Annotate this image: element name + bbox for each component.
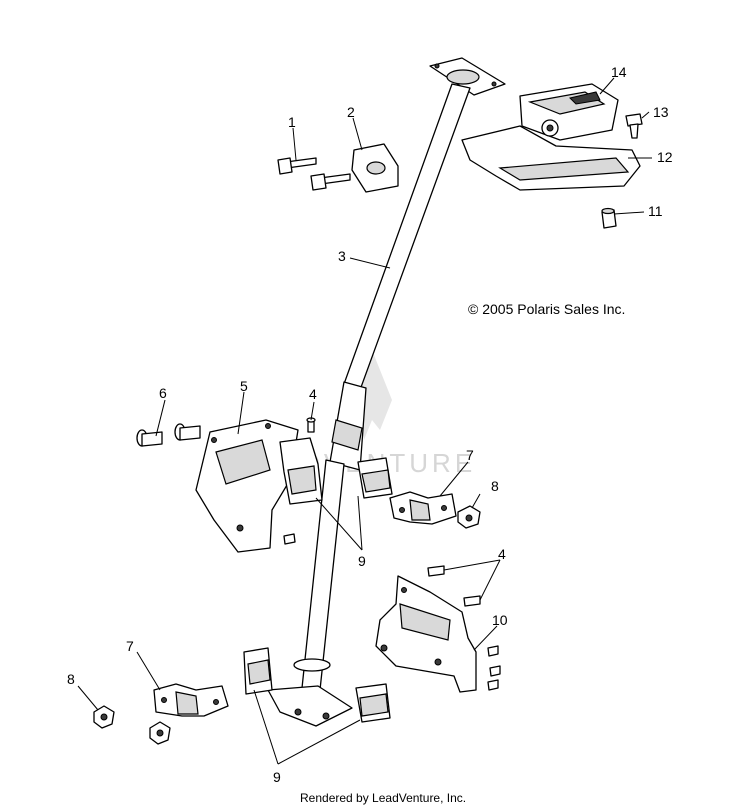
callout-4-lower: 4 (498, 546, 506, 562)
callout-6: 6 (159, 385, 167, 401)
bolt-pair-4-lower (427, 565, 481, 607)
callout-7-upper: 7 (466, 447, 474, 463)
callout-labels: 1 2 3 4 4 5 6 7 7 8 8 9 9 10 11 12 13 14 (67, 64, 673, 785)
nut-upper (457, 505, 481, 529)
leader-lines (77, 77, 652, 765)
callout-10: 10 (492, 612, 508, 628)
callout-5: 5 (240, 378, 248, 394)
bolt-pair (277, 157, 351, 191)
callout-3: 3 (338, 248, 346, 264)
callout-9-upper: 9 (358, 553, 366, 569)
clamp-upper (389, 491, 457, 525)
pin-13 (625, 113, 643, 139)
copyright-notice: © 2005 Polaris Sales Inc. (468, 301, 625, 317)
bushing-block (351, 143, 399, 193)
bolt-4-upper (306, 417, 316, 433)
callout-13: 13 (653, 104, 669, 120)
callout-12: 12 (657, 149, 673, 165)
callout-9-lower: 9 (273, 769, 281, 785)
left-bracket (195, 419, 299, 553)
steering-shaft (267, 57, 506, 727)
callout-7-lower: 7 (126, 638, 134, 654)
callout-1: 1 (288, 114, 296, 130)
nut-pair-lower (93, 705, 171, 745)
callout-8-upper: 8 (491, 478, 499, 494)
callout-8-lower: 8 (67, 671, 75, 687)
steering-housing-assembly (461, 83, 641, 191)
right-bracket (375, 575, 501, 693)
callout-11: 11 (648, 203, 663, 219)
callout-4-upper: 4 (309, 386, 317, 402)
clamp-lower (153, 683, 229, 717)
callout-2: 2 (347, 104, 355, 120)
bushing-pair-upper (279, 437, 393, 505)
sleeve-11 (601, 207, 617, 229)
callout-14: 14 (611, 64, 627, 80)
bushing-pair-lower (243, 647, 391, 723)
bolt-pair-6 (136, 423, 201, 447)
footer-credit: Rendered by LeadVenture, Inc. (300, 791, 466, 805)
